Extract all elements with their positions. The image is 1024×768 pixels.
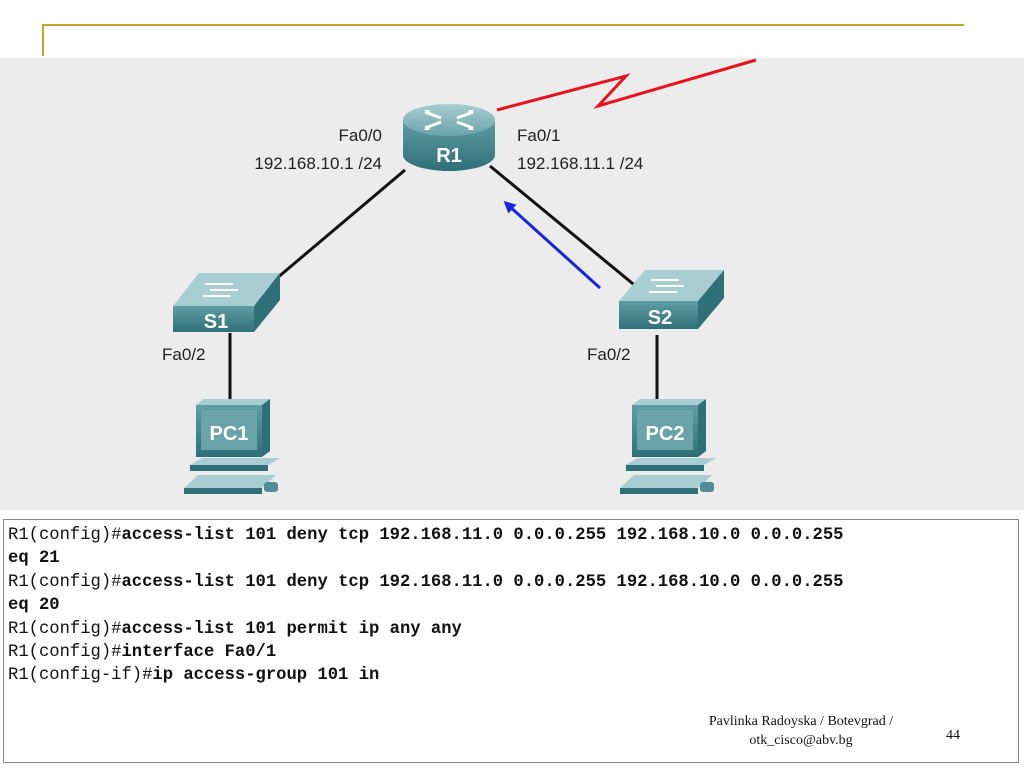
cli-line: R1(config)#interface Fa0/1 (8, 641, 1014, 664)
r1-label: R1 (436, 145, 462, 167)
cli-command: access-list 101 deny tcp 192.168.11.0 0.… (121, 526, 844, 545)
switch-icon: S1 (173, 273, 280, 333)
cli-prompt: R1(config)# (8, 572, 122, 592)
cli-prompt: R1(config-if)# (8, 666, 153, 686)
switch-icon: S2 (619, 270, 724, 329)
network-topology-diagram: R1 S1 S2 PC1 (0, 58, 1024, 510)
traffic-direction-arrow (503, 200, 602, 290)
cli-line: R1(config)#access-list 101 permit ip any… (8, 618, 1014, 641)
cli-command: ip access-group 101 in (152, 666, 380, 686)
s1-fa02-interface-label: Fa0/2 (162, 345, 206, 364)
cli-command: access-list 101 permit ip any any (121, 619, 462, 639)
cli-line: R1(config)#access-list 101 deny tcp 192.… (8, 524, 1014, 547)
cli-prompt: R1(config)# (8, 526, 122, 545)
cli-line: eq 20 (8, 594, 1014, 617)
cli-line: R1(config)#access-list 101 deny tcp 192.… (8, 571, 1014, 594)
s2-label: S2 (648, 307, 672, 329)
r1-fa01-ip-label: 192.168.11.1 /24 (517, 154, 644, 173)
footer-email: otk_cisco@abv.bg (749, 733, 853, 748)
cli-line: R1(config-if)#ip access-group 101 in (8, 664, 1014, 687)
r1-fa00-ip-label: 192.168.10.1 /24 (254, 154, 382, 173)
router-icon: R1 (403, 104, 495, 171)
pc-icon: PC1 (184, 399, 280, 494)
link-r1-s2 (489, 164, 639, 290)
r1-fa00-interface-label: Fa0/0 (338, 126, 382, 145)
link-r1-s1 (269, 168, 406, 286)
cli-line: eq 21 (8, 547, 1014, 570)
cli-command: interface Fa0/1 (121, 643, 277, 663)
slide-footer: Pavlinka Radoyska / Botevgrad / otk_cisc… (688, 712, 914, 750)
cli-command: eq 20 (8, 596, 60, 616)
footer-author: Pavlinka Radoyska / Botevgrad / (708, 714, 894, 729)
frame-top-rule (42, 24, 964, 26)
cli-prompt: R1(config)# (8, 643, 122, 663)
wan-serial-link (496, 58, 757, 112)
cli-command: eq 21 (8, 549, 60, 569)
pc1-label: PC1 (210, 423, 249, 445)
cli-command: access-list 101 deny tcp 192.168.11.0 0.… (121, 572, 844, 592)
s1-label: S1 (204, 311, 228, 333)
s2-fa02-interface-label: Fa0/2 (587, 345, 631, 364)
r1-fa01-interface-label: Fa0/1 (517, 126, 561, 145)
topology-canvas: R1 S1 S2 PC1 (173, 58, 757, 494)
frame-left-rule (42, 24, 44, 56)
page-number: 44 (946, 728, 960, 743)
cli-prompt: R1(config)# (8, 619, 122, 639)
pc-icon: PC2 (620, 399, 716, 494)
pc2-label: PC2 (646, 423, 685, 445)
